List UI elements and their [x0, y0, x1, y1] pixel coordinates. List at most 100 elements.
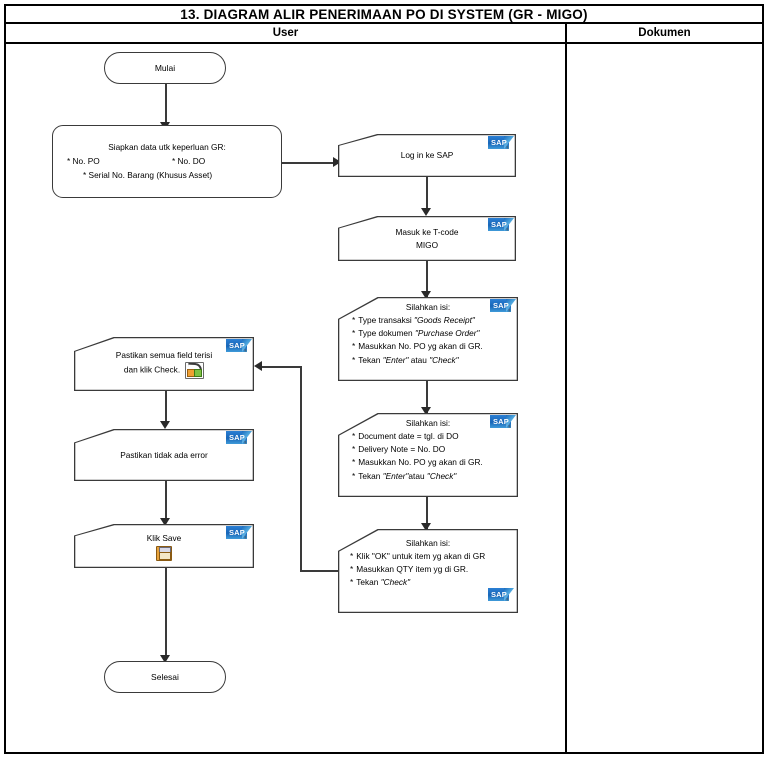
node-tcode-migo[interactable]: Masuk ke T-code MIGO SAP ® — [338, 216, 516, 261]
node-verify-fields-line1: Pastikan semua field terisi — [115, 350, 213, 360]
node-verify-error-shape — [74, 429, 254, 481]
arrowhead-verify-fields — [254, 361, 262, 371]
save-icon — [156, 545, 172, 561]
node-save-label: Klik Save — [146, 532, 182, 543]
sap-logo-text: SAP — [228, 432, 246, 442]
node-fill2-heading: Silahkan isi: — [405, 418, 451, 428]
node-start[interactable]: Mulai — [104, 52, 226, 84]
list-item: *Type transaksi "Goods Receipt" — [352, 315, 475, 325]
list-item: *Tekan "Enter" atau "Check" — [352, 354, 459, 365]
arrowhead-fill3 — [421, 523, 431, 531]
node-prepare-heading: Siapkan data utk keperluan GR: — [108, 142, 226, 152]
sap-logo-icon: SAP ® — [226, 431, 252, 445]
connector-tcode-to-fill1 — [426, 261, 428, 297]
sap-logo-text: SAP — [490, 137, 508, 147]
connector-save-to-end — [165, 568, 167, 660]
node-verify-fields-shape — [74, 337, 254, 391]
sap-logo-icon: SAP ® — [490, 299, 516, 313]
node-fill2-items: *Document date = tgl. di DO *Delivery No… — [344, 430, 512, 483]
arrowhead-fill2 — [421, 407, 431, 415]
node-prepare-po: * No. PO — [67, 156, 100, 166]
node-login-label: Log in ke SAP — [400, 150, 454, 160]
column-divider — [565, 44, 567, 754]
connector-prepare-to-login — [282, 162, 339, 164]
node-tcode-line2: MIGO — [415, 239, 439, 250]
node-tcode-line1: Masuk ke T-code — [395, 226, 459, 237]
node-verify-fields[interactable]: Pastikan semua field terisi dan klik Che… — [74, 337, 254, 391]
sap-logo-text: SAP — [228, 340, 246, 350]
node-fill-step1[interactable]: Silahkan isi: *Type transaksi "Goods Rec… — [338, 297, 518, 381]
node-fill1-heading: Silahkan isi: — [405, 302, 451, 312]
sap-trademark: ® — [244, 348, 247, 353]
node-end-label: Selesai — [151, 672, 179, 682]
connector-error-to-save — [165, 481, 167, 523]
page-title: 13. DIAGRAM ALIR PENERIMAAN PO DI SYSTEM… — [180, 6, 588, 22]
sap-trademark: ® — [506, 597, 509, 602]
sap-logo-icon: SAP ® — [488, 588, 514, 602]
column-header-user: User — [6, 24, 567, 42]
arrowhead-verify-error — [160, 421, 170, 429]
connector-start-to-prepare — [165, 84, 167, 125]
sap-logo-text: SAP — [492, 416, 510, 426]
arrowhead-login — [333, 157, 341, 167]
list-item: *Masukkan No. PO yg akan di GR. — [352, 457, 483, 468]
node-prepare-data[interactable]: Siapkan data utk keperluan GR: * No. PO … — [52, 125, 282, 198]
check-icon — [185, 362, 205, 379]
sap-trademark: ® — [508, 424, 511, 429]
node-login-shape — [338, 134, 516, 177]
node-login-sap[interactable]: Log in ke SAP SAP ® — [338, 134, 516, 177]
connector-fill3-to-verify — [262, 366, 302, 368]
arrowhead-save — [160, 518, 170, 526]
node-verify-error-label: Pastikan tidak ada error — [120, 449, 208, 460]
node-tcode-shape — [338, 216, 516, 261]
list-item: *Tekan "Check" — [350, 577, 411, 588]
node-verify-fields-line2: dan klik Check. — [124, 362, 205, 379]
sap-logo-icon: SAP ® — [490, 415, 516, 429]
node-verify-no-error[interactable]: Pastikan tidak ada error SAP ® — [74, 429, 254, 481]
connector-login-to-tcode — [426, 177, 428, 213]
connector-fill1-to-fill2 — [426, 381, 428, 413]
sap-logo-icon: SAP ® — [488, 136, 514, 150]
list-item: *Delivery Note = No. DO — [352, 444, 446, 455]
sap-trademark: ® — [244, 535, 247, 540]
node-fill-step3[interactable]: Silahkan isi: *Klik "OK" untuk item yg a… — [338, 529, 518, 613]
node-prepare-line2: * No. PO * No. DO — [61, 154, 273, 168]
node-fill3-heading: Silahkan isi: — [405, 538, 451, 548]
node-fill1-items: *Type transaksi "Goods Receipt" *Type do… — [344, 314, 512, 367]
list-item: *Masukkan No. PO yg akan di GR. — [352, 341, 483, 352]
node-start-label: Mulai — [154, 63, 176, 73]
list-item: *Type dokumen "Purchase Order" — [352, 328, 480, 339]
connector-fill3-left — [300, 570, 338, 572]
sap-trademark: ® — [244, 440, 247, 445]
sap-logo-icon: SAP ® — [488, 218, 514, 232]
node-prepare-line3: * Serial No. Barang (Khusus Asset) — [83, 170, 213, 180]
arrowhead-tcode — [421, 208, 431, 216]
sap-logo-text: SAP — [490, 219, 508, 229]
sap-logo-text: SAP — [492, 300, 510, 310]
node-end[interactable]: Selesai — [104, 661, 226, 693]
sap-trademark: ® — [508, 308, 511, 313]
list-item: *Tekan "Enter"atau "Check" — [352, 470, 457, 481]
connector-verify-to-error — [165, 391, 167, 426]
diagram-title-bar: 13. DIAGRAM ALIR PENERIMAAN PO DI SYSTEM… — [4, 4, 764, 24]
node-click-save[interactable]: Klik Save SAP ® — [74, 524, 254, 568]
node-fill1-shape — [338, 297, 518, 381]
column-header-row: User Dokumen — [4, 24, 764, 44]
node-prepare-do: * No. DO — [172, 156, 206, 166]
sap-trademark: ® — [506, 227, 509, 232]
connector-fill2-to-fill3 — [426, 497, 428, 529]
sap-logo-icon: SAP ® — [226, 339, 252, 353]
arrowhead-fill1 — [421, 291, 431, 299]
connector-fill3-up — [300, 366, 302, 572]
sap-trademark: ® — [506, 145, 509, 150]
column-header-user-label: User — [272, 27, 299, 39]
sap-logo-icon: SAP ® — [226, 526, 252, 540]
list-item: *Klik "OK" untuk item yg akan di GR — [350, 551, 486, 561]
arrowhead-end — [160, 655, 170, 663]
list-item: *Masukkan QTY item yg di GR. — [350, 564, 469, 575]
node-fill-step2[interactable]: Silahkan isi: *Document date = tgl. di D… — [338, 413, 518, 497]
node-fill3-items: *Klik "OK" untuk item yg akan di GR *Mas… — [344, 550, 512, 590]
column-header-dokumen: Dokumen — [567, 24, 762, 42]
node-fill2-shape — [338, 413, 518, 497]
